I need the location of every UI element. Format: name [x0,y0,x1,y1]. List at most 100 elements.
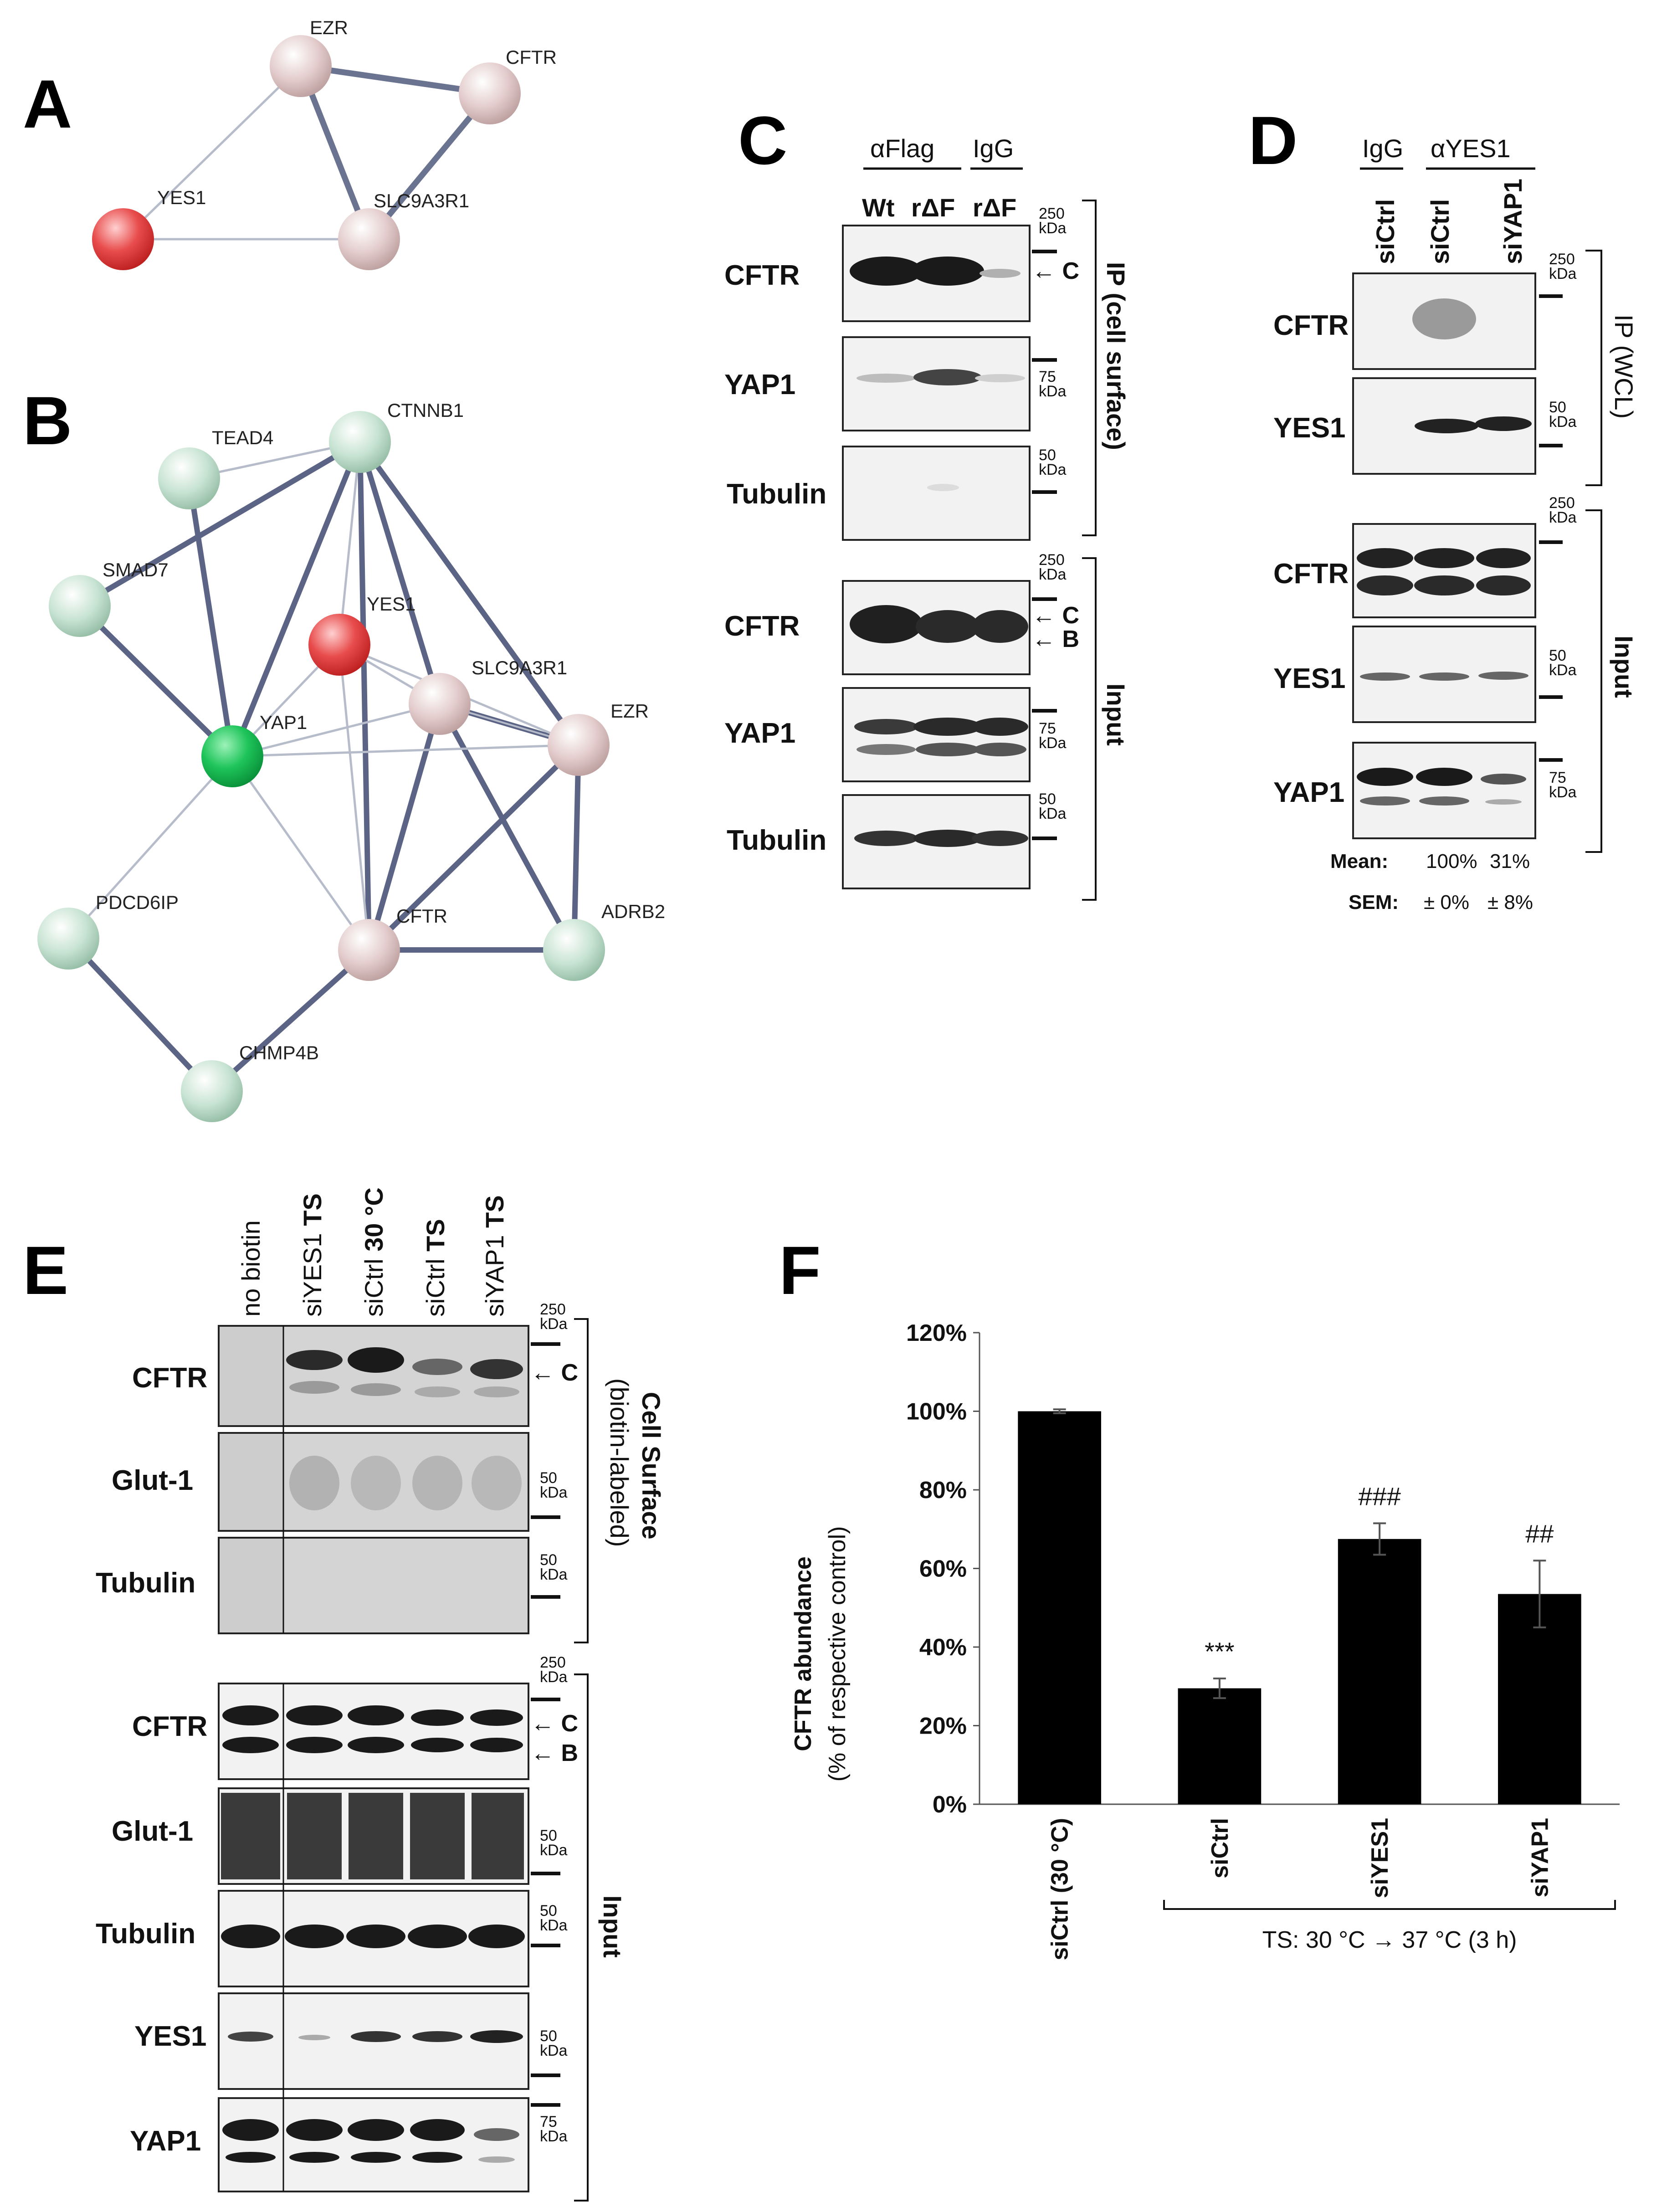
mw-marker: 50 [1039,790,1056,808]
band [916,610,980,643]
row-label: Glut-1 [112,1465,193,1496]
mw-marker: 50 [1039,447,1056,464]
mw-unit: kDa [1549,509,1577,526]
row-label: YAP1 [724,718,795,749]
band [850,605,923,643]
band [1414,575,1474,595]
sem-value: ± 8% [1487,891,1533,914]
blot-yap1-input [1352,742,1536,839]
lane-label: siYES1 TS [298,1193,327,1317]
node-smad7 [49,575,111,637]
mw-marker: 75 [540,2113,557,2130]
mw-unit: kDa [540,1566,568,1583]
group-label: TS: 30 °C → 37 °C (3 h) [1262,1927,1517,1953]
band-arrow-b: ← B [1032,626,1079,652]
lane-label: siCtrl 30 °C [359,1187,388,1317]
panel-letter-a: A [23,66,72,142]
band [975,374,1025,382]
mw-unit: kDa [1039,383,1067,400]
mw-marker: 250 [540,1654,566,1671]
sem-value: ± 0% [1424,891,1469,914]
node-label: CHMP4B [239,1042,319,1063]
y-tick-label: 80% [919,1477,967,1504]
node-chmp4b [181,1060,243,1122]
panel-letter-b: B [23,382,72,459]
panel-letter-f: F [779,1232,821,1309]
blot-tubulin-ip [842,446,1031,541]
band [1419,672,1469,681]
band [972,831,1028,846]
row-label: YAP1 [1273,777,1344,808]
band [1416,768,1472,786]
mw-unit: kDa [1549,784,1577,801]
section-label-input: Input [598,1895,627,1958]
lane-label: siCtrl TS [421,1219,450,1317]
band [1485,799,1522,805]
y-axis-sublabel: (% of respective control) [824,1526,851,1782]
edge [297,65,372,241]
node-label: YES1 [157,187,206,208]
node-adrb2 [543,919,605,981]
mw-unit: kDa [540,1842,568,1859]
mw-unit: kDa [540,1917,568,1934]
edge [300,63,490,97]
group-header-aflag: αFlag [870,134,934,163]
y-tick-label: 60% [919,1556,967,1582]
band [927,484,959,491]
band [1357,548,1413,568]
row-label: YAP1 [130,2125,201,2157]
y-ticks: 0%20%40%60%80%100%120% [906,1320,980,1818]
band [854,831,918,846]
section-label-cell-surface: Cell Surface [637,1392,666,1540]
mw-marker: 50 [540,1902,557,1919]
y-tick-label: 40% [919,1634,967,1661]
row-label: Tubulin [96,1567,195,1599]
lane-label: Wt [862,193,895,222]
mean-label: Mean: [1330,850,1388,872]
band [1481,774,1526,785]
band [1415,419,1478,433]
node-label: EZR [310,17,348,38]
significance-label: *** [1205,1637,1234,1666]
mw-unit: kDa [1039,566,1067,583]
edge-group-weak [67,441,579,951]
mw-marker: 75 [1039,368,1056,385]
mw-marker: 75 [1039,720,1056,737]
lane-label: no biotin [236,1220,265,1317]
band [913,830,982,847]
row-label: Tubulin [727,478,826,510]
bar [1338,1539,1421,1804]
y-tick-label: 0% [933,1791,967,1818]
bar [1498,1594,1581,1804]
section-label-input: Input [1610,636,1638,698]
node-label: SLC9A3R1 [472,657,567,678]
category-label: siCtrl (30 °C) [1047,1818,1073,1961]
group-header-igg: IgG [1362,134,1403,163]
row-label: YAP1 [724,369,795,400]
band [1414,548,1474,568]
row-label: YES1 [1273,663,1346,694]
blot-cftr-input [1352,523,1536,618]
lane-label: siCtrl [1426,199,1454,264]
node-ezr [270,35,332,97]
blot-yap1-input [218,2097,529,2192]
node-label: CFTR [506,46,557,68]
node-cftr [459,62,521,124]
edge-group-strong [66,439,581,1093]
band [972,610,1028,643]
node-label: YES1 [367,593,415,615]
band-arrow-c: ← C [531,1710,578,1737]
bar [1178,1688,1262,1804]
band [974,743,1026,756]
mw-unit: kDa [1039,461,1067,478]
significance-label: ### [1358,1482,1400,1510]
band-arrow-c: ← C [1032,258,1079,284]
node-label: YAP1 [260,712,307,733]
mw-unit: kDa [1549,413,1577,431]
edge [366,91,492,241]
panel-a-network: EZR CFTR YES1 SLC9A3R1 [92,17,557,270]
y-tick-label: 120% [906,1320,967,1346]
band [913,718,982,736]
band [854,719,918,734]
lane-label: rΔF [911,193,955,222]
